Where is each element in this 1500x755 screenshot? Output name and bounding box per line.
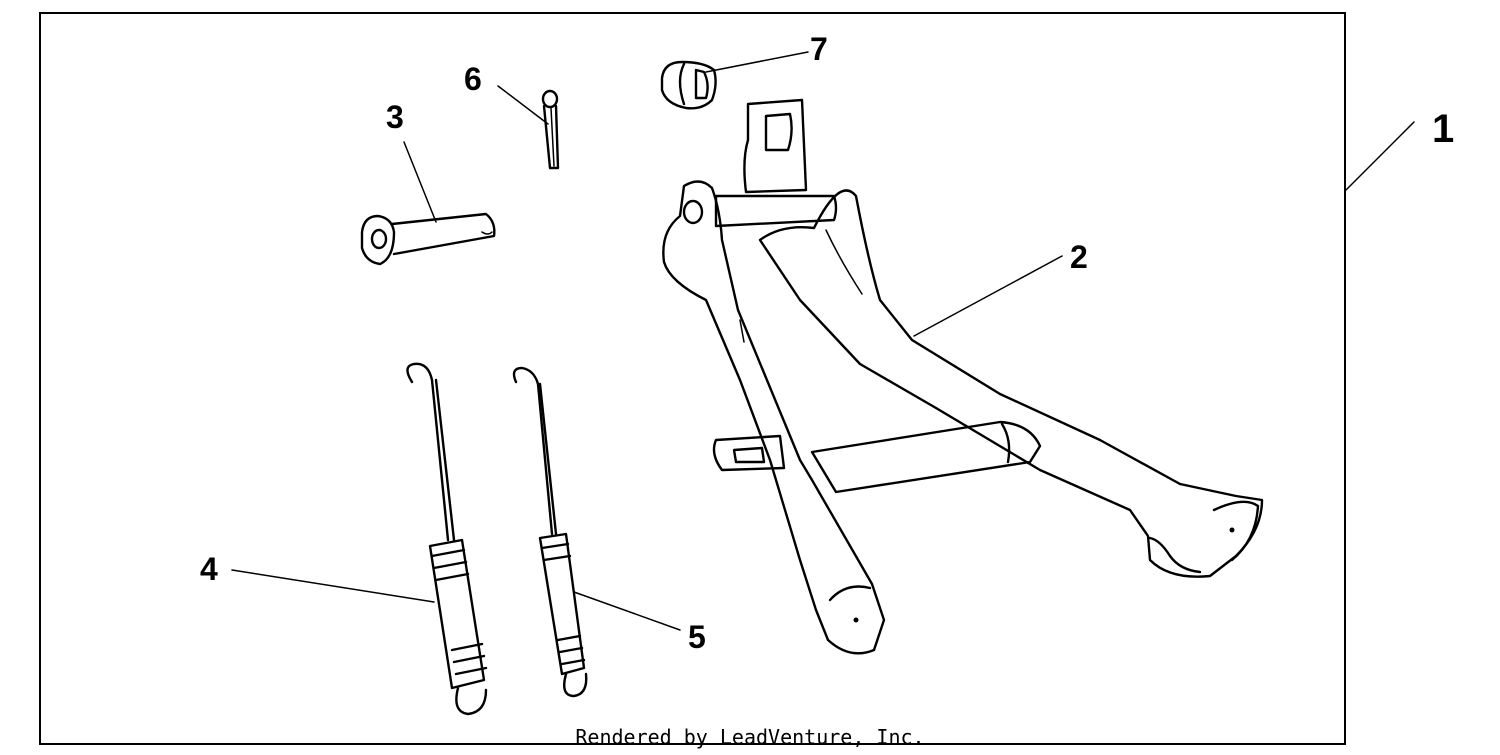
callout-1: 1: [1432, 107, 1454, 151]
part-2-main-stand[interactable]: [662, 98, 1264, 655]
leader-lines: [231, 51, 1415, 631]
callout-2: 2: [1070, 239, 1088, 275]
part-7-rubber-stopper[interactable]: [660, 60, 717, 110]
callout-7: 7: [810, 31, 828, 67]
part-3-pivot-pin[interactable]: [360, 212, 496, 266]
callout-3: 3: [386, 99, 404, 135]
callout-4: 4: [200, 551, 218, 587]
diagram-frame: [39, 12, 1346, 745]
callout-6: 6: [464, 61, 482, 97]
part-4-spring[interactable]: [406, 362, 488, 716]
footer-credit: Rendered by LeadVenture, Inc.: [575, 725, 924, 749]
part-5-spring[interactable]: [512, 366, 588, 698]
callout-5: 5: [688, 619, 706, 655]
part-6-cotter-pin[interactable]: [541, 89, 560, 170]
